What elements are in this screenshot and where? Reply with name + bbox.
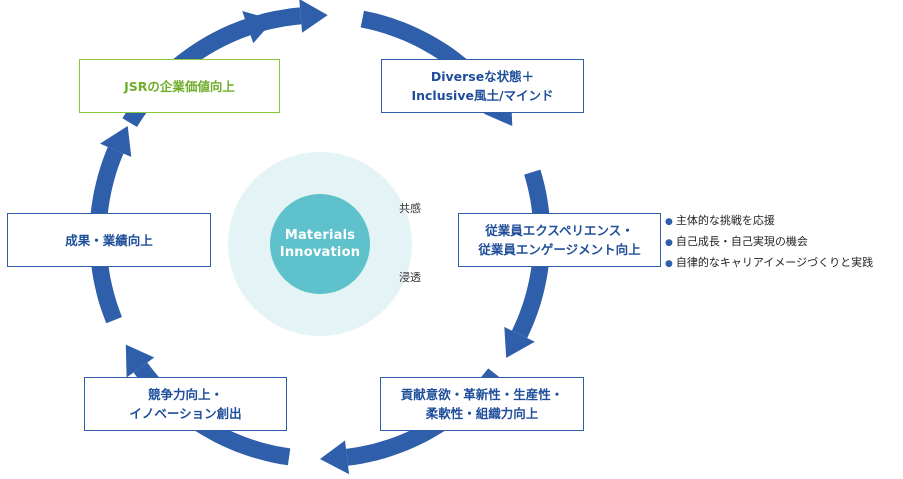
bullet-text: 自律的なキャリアイメージづくりと実践: [675, 256, 874, 269]
box-competitiveness-line2: イノベーション創出: [129, 406, 242, 421]
bullet-dot-icon: ●: [665, 259, 673, 269]
inner-circle: [270, 194, 370, 294]
bullet-item: ●主体的な挑戦を応援: [665, 211, 873, 232]
box-employee-experience: 従業員エクスペリエンス・ 従業員エンゲージメント向上: [458, 213, 661, 267]
center-title-line2: Innovation: [279, 245, 361, 260]
penetration-label: 浸透: [399, 271, 421, 284]
cycle-arrow-segment: [122, 7, 302, 127]
box-diverse-inclusive-line1: Diverseな状態＋: [430, 69, 535, 84]
box-diverse-inclusive-line2: Inclusive風土/マインド: [411, 88, 554, 103]
cycle-arrow-segment: [346, 368, 502, 466]
bullet-text: 自己成長・自己実現の機会: [675, 235, 808, 248]
box-employee-experience-line2: 従業員エンゲージメント向上: [478, 242, 641, 257]
cycle-arrowhead-icon: [320, 440, 350, 475]
cycle-arrowhead-icon: [125, 344, 155, 378]
box-employee-experience-line1: 従業員エクスペリエンス・: [485, 223, 634, 238]
box-competitiveness: 競争力向上・ イノベーション創出: [84, 377, 287, 431]
box-contribution: 貢献意欲・革新性・生産性・ 柔軟性・組織力向上: [380, 377, 584, 431]
box-diverse-inclusive: Diverseな状態＋ Inclusive風土/マインド: [381, 59, 584, 113]
box-results: 成果・業績向上: [7, 213, 211, 267]
cycle-arrowhead-icon: [242, 11, 274, 44]
cycle-arrow-segment: [360, 10, 505, 109]
box-competitiveness-line1: 競争力向上・: [147, 387, 223, 402]
box-results-text: 成果・業績向上: [65, 232, 153, 248]
empathy-label: 共感: [399, 202, 421, 215]
bullet-item: ●自律的なキャリアイメージづくりと実践: [665, 253, 873, 274]
bullet-dot-icon: ●: [665, 217, 673, 227]
cycle-arrowhead-icon: [100, 126, 132, 157]
center-title-line1: Materials: [284, 228, 356, 243]
box-corporate-value-text: JSRの企業価値向上: [124, 78, 235, 94]
bullet-list: ●主体的な挑戦を応援 ●自己成長・自己実現の機会 ●自律的なキャリアイメージづく…: [665, 211, 873, 274]
box-contribution-line1: 貢献意欲・革新性・生産性・: [400, 387, 564, 402]
cycle-arrowhead-icon: [299, 0, 328, 33]
bullet-item: ●自己成長・自己実現の機会: [665, 232, 873, 253]
cycle-arrow-segment: [511, 169, 551, 338]
bullet-dot-icon: ●: [665, 238, 673, 248]
box-corporate-value: JSRの企業価値向上: [79, 59, 280, 113]
box-contribution-line2: 柔軟性・組織力向上: [425, 406, 539, 421]
cycle-arrow-segment: [133, 362, 291, 466]
bullet-text: 主体的な挑戦を応援: [675, 214, 775, 227]
cycle-arrowhead-icon: [504, 326, 535, 358]
materials-innovation-label: Materials Innovation: [270, 222, 370, 266]
